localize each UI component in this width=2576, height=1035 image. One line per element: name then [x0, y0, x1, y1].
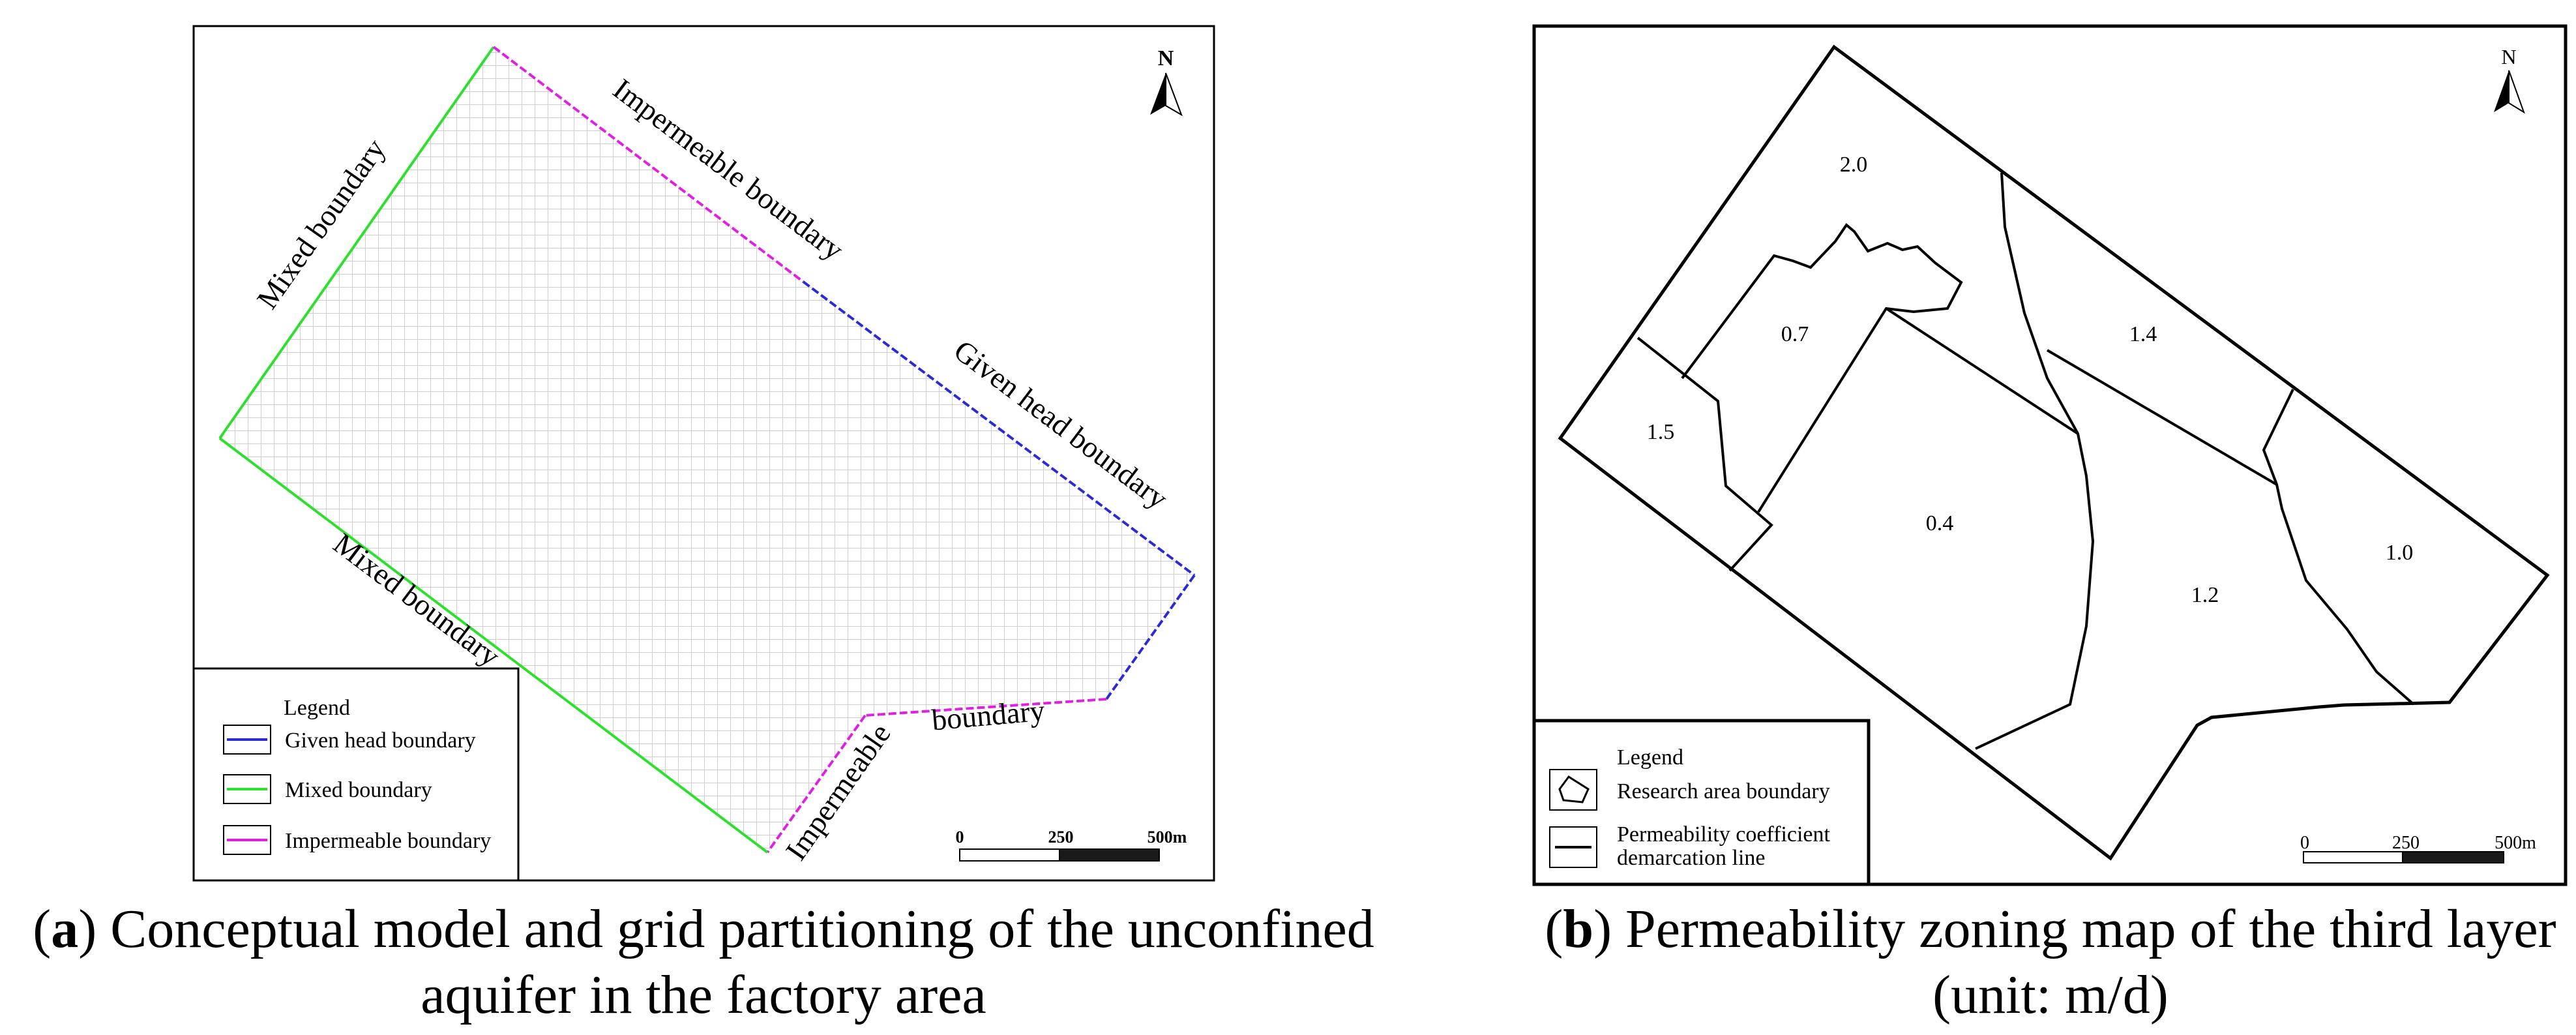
legend-a-title: Legend	[284, 696, 350, 720]
north-label: N	[1158, 46, 1174, 70]
scale-a-tick0: 0	[956, 828, 964, 847]
scale-b-tick2: 500m	[2495, 833, 2536, 853]
panel-a: Mixed boundary Impermeable boundary Give…	[33, 25, 1374, 1025]
caption-b-text: ) Permeability zoning map of the third l…	[1593, 899, 2556, 959]
impermeable-boundary-bottom	[865, 698, 1107, 717]
given-head-boundary-line-2	[1105, 574, 1196, 700]
demarcation-line-1-4-left	[1975, 172, 2095, 750]
caption-a-letter: a	[51, 899, 78, 959]
scale-bar-b: 0 250 500m	[2300, 833, 2536, 863]
legend-a-item-impermeable: Impermeable boundary	[223, 825, 491, 855]
demarcation-line-0-7	[1681, 223, 1963, 513]
caption-b-letter: b	[1563, 899, 1593, 959]
demarcation-line-1-0	[2262, 389, 2415, 706]
scale-a-tick2: 500m	[1147, 828, 1187, 847]
demarcation-line-1-5	[1636, 337, 1773, 572]
impermeable-boundary-top	[492, 46, 805, 283]
scale-a-tick1: 250	[1048, 828, 1074, 847]
caption-a-text: ) Conceptual model and grid partitioning…	[78, 899, 1374, 959]
legend-b-item-boundary: Research area boundary	[1549, 769, 1830, 811]
north-label-b: N	[2501, 45, 2516, 68]
caption-b-line2: (unit: m/d)	[1932, 965, 2169, 1025]
demarcation-lines	[1636, 172, 2415, 750]
zone-label-2-0: 2.0	[1840, 153, 1868, 177]
legend-b-label-demarcation-1: Permeability coefficient	[1617, 822, 1831, 847]
legend-b-label-boundary: Research area boundary	[1617, 779, 1830, 803]
impermeable-boundary-bottom-2	[766, 714, 866, 854]
legend-b: Legend Research area boundary Permeabili…	[1532, 719, 1871, 886]
demarcation-line-center	[1885, 307, 2079, 435]
legend-a-label-impermeable: Impermeable boundary	[285, 829, 491, 853]
research-area-boundary	[1558, 44, 2550, 861]
zone-label-0-7: 0.7	[1781, 322, 1809, 346]
model-domain-grid	[220, 47, 1194, 852]
scale-b-tick1: 250	[2392, 833, 2420, 853]
zone-label-1-5: 1.5	[1647, 420, 1675, 444]
caption-a-line2: aquifer in the factory area	[421, 965, 986, 1025]
north-arrow-icon: N	[1150, 46, 1183, 117]
scale-bar-a: 0 250 500m	[956, 828, 1187, 862]
research-area-boundary-icon	[1558, 775, 1590, 803]
scale-b-tick0: 0	[2300, 833, 2309, 853]
legend-a-label-mixed: Mixed boundary	[285, 778, 432, 802]
legend-b-label-demarcation-2: demarcation line	[1617, 846, 1766, 870]
legend-a-item-mixed: Mixed boundary	[223, 774, 432, 804]
zone-label-1-4: 1.4	[2129, 322, 2157, 346]
legend-b-title: Legend	[1617, 745, 1683, 770]
north-arrow-icon: N	[2494, 45, 2525, 114]
legend-b-item-demarcation: Permeability coefficient demarcation lin…	[1549, 822, 1831, 870]
demarcation-line-1-4	[2046, 349, 2278, 486]
panel-b: 2.0 0.7 1.4 1.5 0.4 1.0 1.2 N Legend Res…	[1532, 24, 2568, 1025]
zone-label-0-4: 0.4	[1926, 511, 1954, 535]
caption-b-line1: (b) Permeability zoning map of the third…	[1545, 899, 2556, 959]
legend-a-item-given-head: Given head boundary	[223, 725, 476, 755]
given-head-boundary-line	[802, 280, 1196, 577]
mixed-boundary-bottom	[218, 437, 769, 854]
caption-a-line1: (a) Conceptual model and grid partitioni…	[33, 899, 1374, 959]
zone-label-1-2: 1.2	[2191, 583, 2219, 607]
mixed-boundary-top	[218, 46, 495, 440]
legend-a-label-given-head: Given head boundary	[285, 728, 476, 753]
legend-a: Legend Given head boundary Mixed boundar…	[192, 667, 520, 882]
zone-label-1-0: 1.0	[2386, 541, 2414, 565]
